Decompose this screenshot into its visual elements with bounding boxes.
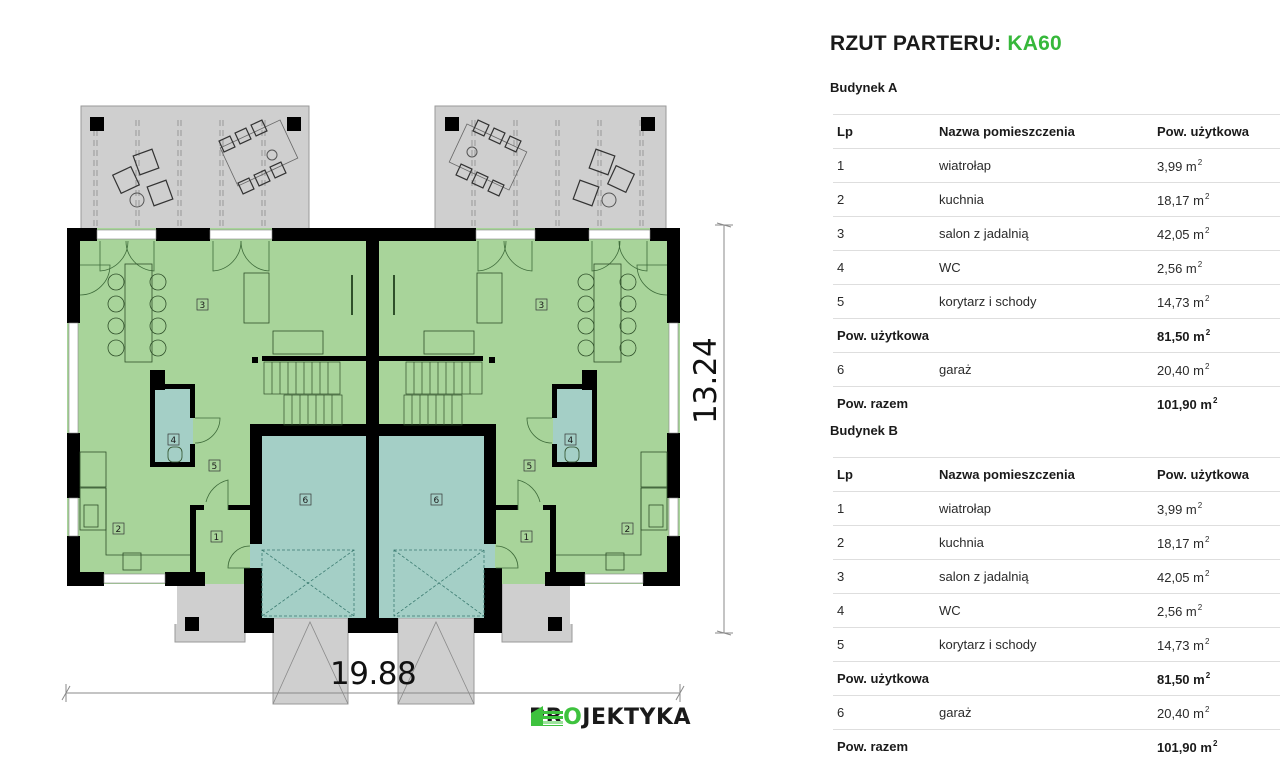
usable-area-row: Pow. użytkowa 81,50 m2: [833, 661, 1280, 696]
porch-a: [174, 579, 246, 643]
windows: [68, 229, 679, 584]
room-tag-1-a: 1: [214, 533, 220, 543]
terrace-b: [434, 105, 667, 231]
stairs: [263, 361, 483, 426]
room-tag-2-a: 2: [116, 525, 122, 535]
col-header-area: Pow. użytkowa: [1157, 457, 1280, 492]
room-tag-2-b: 2: [625, 525, 631, 535]
depth-dimension-label: 13.24: [688, 337, 724, 424]
room-tags: 3 3 4 4 5 5 2 2 1 1 6 6: [112, 298, 634, 543]
usable-area-row: Pow. użytkowa 81,50 m2: [833, 318, 1280, 353]
building-stack-icon: [531, 706, 563, 726]
wc-a-fill: [153, 389, 193, 464]
page-title: RZUT PARTERU: KA60: [830, 32, 1062, 55]
total-area-row: Pow. razem 101,90 m2: [833, 386, 1280, 420]
room-tag-5-b: 5: [527, 462, 533, 472]
furniture: [79, 263, 668, 617]
walls: [67, 228, 680, 633]
room-tag-3-b: 3: [539, 301, 545, 311]
terrace-a: [80, 105, 310, 231]
wc-b-fill: [553, 389, 593, 464]
col-header-area: Pow. użytkowa: [1157, 114, 1280, 149]
porch-b: [501, 579, 573, 643]
width-dimension-label: 19.88: [330, 656, 417, 692]
garage-b-fill: [378, 428, 495, 618]
building-b-heading: Budynek B: [830, 423, 898, 438]
table-header-row: Lp Nazwa pomieszczenia Pow. użytkowa: [833, 114, 1280, 149]
room-tag-6-a: 6: [303, 496, 309, 506]
driveways: [272, 617, 475, 705]
garage-a-fill: [250, 428, 367, 618]
col-header-name: Nazwa pomieszczenia: [939, 457, 1157, 492]
table-header-row: Lp Nazwa pomieszczenia Pow. użytkowa: [833, 457, 1280, 492]
floor-plan: 3 3 4 4 5 5 2 2 1 1 6 6 19.88 13.24: [61, 105, 733, 730]
room-tag-4-b: 4: [568, 436, 574, 446]
room-tag-4-a: 4: [171, 436, 177, 446]
col-header-lp: Lp: [833, 114, 939, 149]
project-code: KA60: [1007, 32, 1062, 55]
door-swings: [79, 240, 668, 569]
col-header-lp: Lp: [833, 457, 939, 492]
room-tag-6-b: 6: [434, 496, 440, 506]
building-a-heading: Budynek A: [830, 80, 898, 95]
projektyka-logo: PROJEKTYKA: [529, 705, 691, 730]
room-tag-5-a: 5: [212, 462, 218, 472]
floor-plan-drawing: 3 3 4 4 5 5 2 2 1 1 6 6: [61, 105, 733, 705]
room-tag-3-a: 3: [200, 301, 206, 311]
dimension-lines: [61, 222, 733, 702]
room-tag-1-b: 1: [524, 533, 530, 543]
total-area-row: Pow. razem 101,90 m2: [833, 729, 1280, 763]
col-header-name: Nazwa pomieszczenia: [939, 114, 1157, 149]
